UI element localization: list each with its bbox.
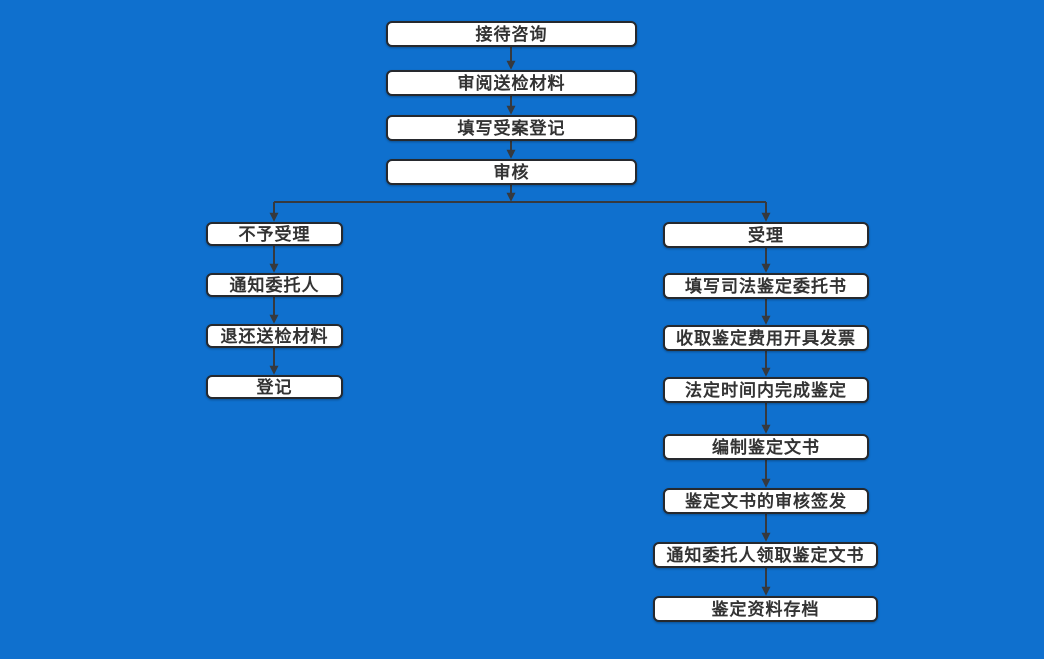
node-fill-commission-letter: 填写司法鉴定委托书 xyxy=(663,273,869,299)
node-reception-consult: 接待咨询 xyxy=(386,21,637,47)
node-complete-appraisal: 法定时间内完成鉴定 xyxy=(663,377,869,403)
node-accept: 受理 xyxy=(663,222,869,248)
node-notify-client: 通知委托人 xyxy=(206,273,343,297)
node-review-materials: 审阅送检材料 xyxy=(386,70,637,96)
node-case-registration: 填写受案登记 xyxy=(386,115,637,141)
node-reject: 不予受理 xyxy=(206,222,343,246)
node-register: 登记 xyxy=(206,375,343,399)
node-notify-collect-document: 通知委托人领取鉴定文书 xyxy=(653,542,878,568)
node-compile-document: 编制鉴定文书 xyxy=(663,434,869,460)
node-archive-materials: 鉴定资料存档 xyxy=(653,596,878,622)
node-review-sign-document: 鉴定文书的审核签发 xyxy=(663,488,869,514)
node-collect-fee-invoice: 收取鉴定费用开具发票 xyxy=(663,325,869,351)
node-review: 审核 xyxy=(386,159,637,185)
node-return-materials: 退还送检材料 xyxy=(206,324,343,348)
